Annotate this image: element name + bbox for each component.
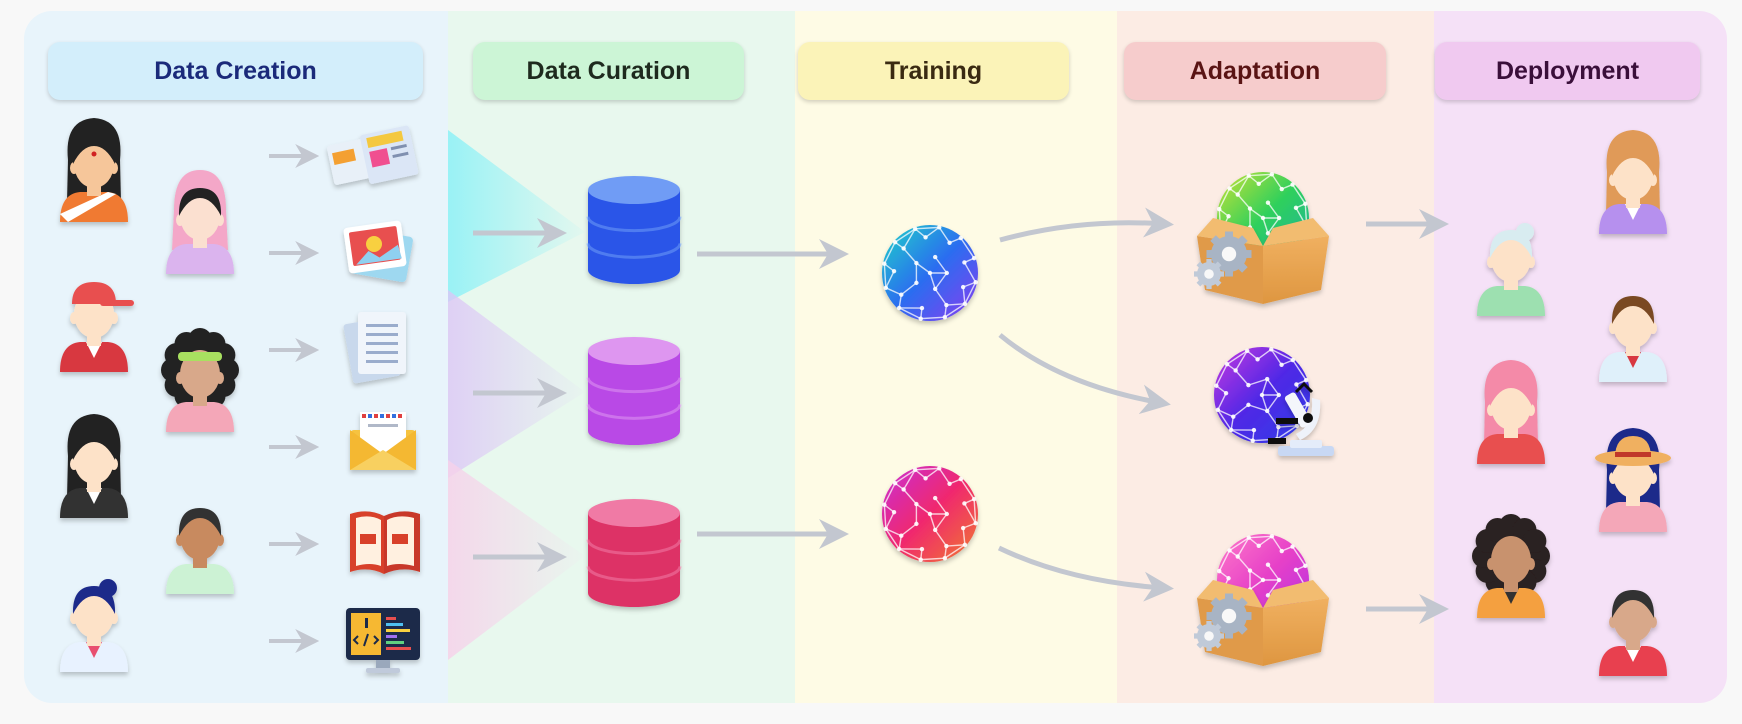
adaptation-arrows — [997, 207, 1174, 602]
user-man-black-hair — [1599, 590, 1667, 676]
email-icon — [350, 412, 416, 470]
funnel-pink — [448, 460, 585, 660]
user-man-brown — [1599, 296, 1667, 382]
model-blue-sphere — [882, 225, 978, 321]
news-icon — [327, 125, 419, 185]
creator-woman-black — [60, 414, 128, 518]
code-icon — [346, 608, 420, 673]
column-bg-training — [795, 11, 1117, 703]
adapted-box-pink — [1194, 534, 1329, 666]
adaptation-arrow-3 — [997, 545, 1174, 602]
gears-icon — [1194, 593, 1252, 651]
header-label: Adaptation — [1189, 56, 1321, 85]
user-elder-woman — [1477, 223, 1545, 316]
microscope-icon — [1268, 381, 1334, 456]
header-adaptation: Adaptation — [1124, 42, 1386, 100]
header-label: Training — [884, 56, 983, 85]
curation-funnels — [448, 130, 585, 660]
adapted-microscope-purple — [1214, 347, 1334, 456]
user-woman-curly-dark — [1472, 514, 1550, 618]
header-data-creation: Data Creation — [48, 42, 423, 100]
adaptation-arrow-1 — [999, 207, 1174, 243]
header-label: Deployment — [1495, 56, 1640, 85]
creator-man-dark — [166, 508, 234, 594]
header-deployment: Deployment — [1435, 42, 1700, 100]
header-label: Data Curation — [526, 56, 691, 85]
user-woman-ginger — [1599, 130, 1667, 234]
funnel-purple — [448, 290, 585, 478]
end-users — [1472, 130, 1671, 676]
image-icon — [343, 220, 413, 283]
dataset-red — [586, 499, 682, 607]
datasets — [586, 176, 682, 607]
adaptation-arrow-2 — [998, 333, 1171, 415]
creator-woman-sari — [60, 118, 128, 222]
adapted-models — [1194, 172, 1334, 666]
creator-woman-bun — [60, 579, 128, 672]
curation-arrows — [473, 218, 567, 572]
data-source-icons — [327, 125, 420, 673]
data-creators — [60, 118, 239, 672]
header-label: Data Creation — [154, 56, 317, 85]
model-red-sphere — [882, 466, 978, 562]
training-arrows — [697, 239, 849, 549]
deployment-arrows — [1366, 209, 1449, 624]
gears-icon — [1194, 231, 1252, 289]
dataset-blue — [586, 176, 682, 284]
foundation-models — [882, 225, 978, 562]
source-arrows — [269, 144, 320, 653]
header-training: Training — [798, 42, 1069, 100]
adapted-box-green — [1194, 172, 1329, 304]
funnel-cyan — [448, 130, 585, 302]
header-data-curation: Data Curation — [473, 42, 744, 100]
book-icon — [350, 511, 420, 574]
user-woman-pink — [1477, 360, 1545, 464]
creator-man-cap — [60, 282, 134, 372]
dataset-purple — [586, 337, 682, 445]
creator-woman-curly — [161, 328, 239, 432]
column-bg-deployment — [1434, 11, 1727, 703]
user-woman-hat — [1595, 428, 1671, 532]
creator-woman-hijab — [166, 170, 234, 274]
document-icon — [343, 312, 406, 384]
